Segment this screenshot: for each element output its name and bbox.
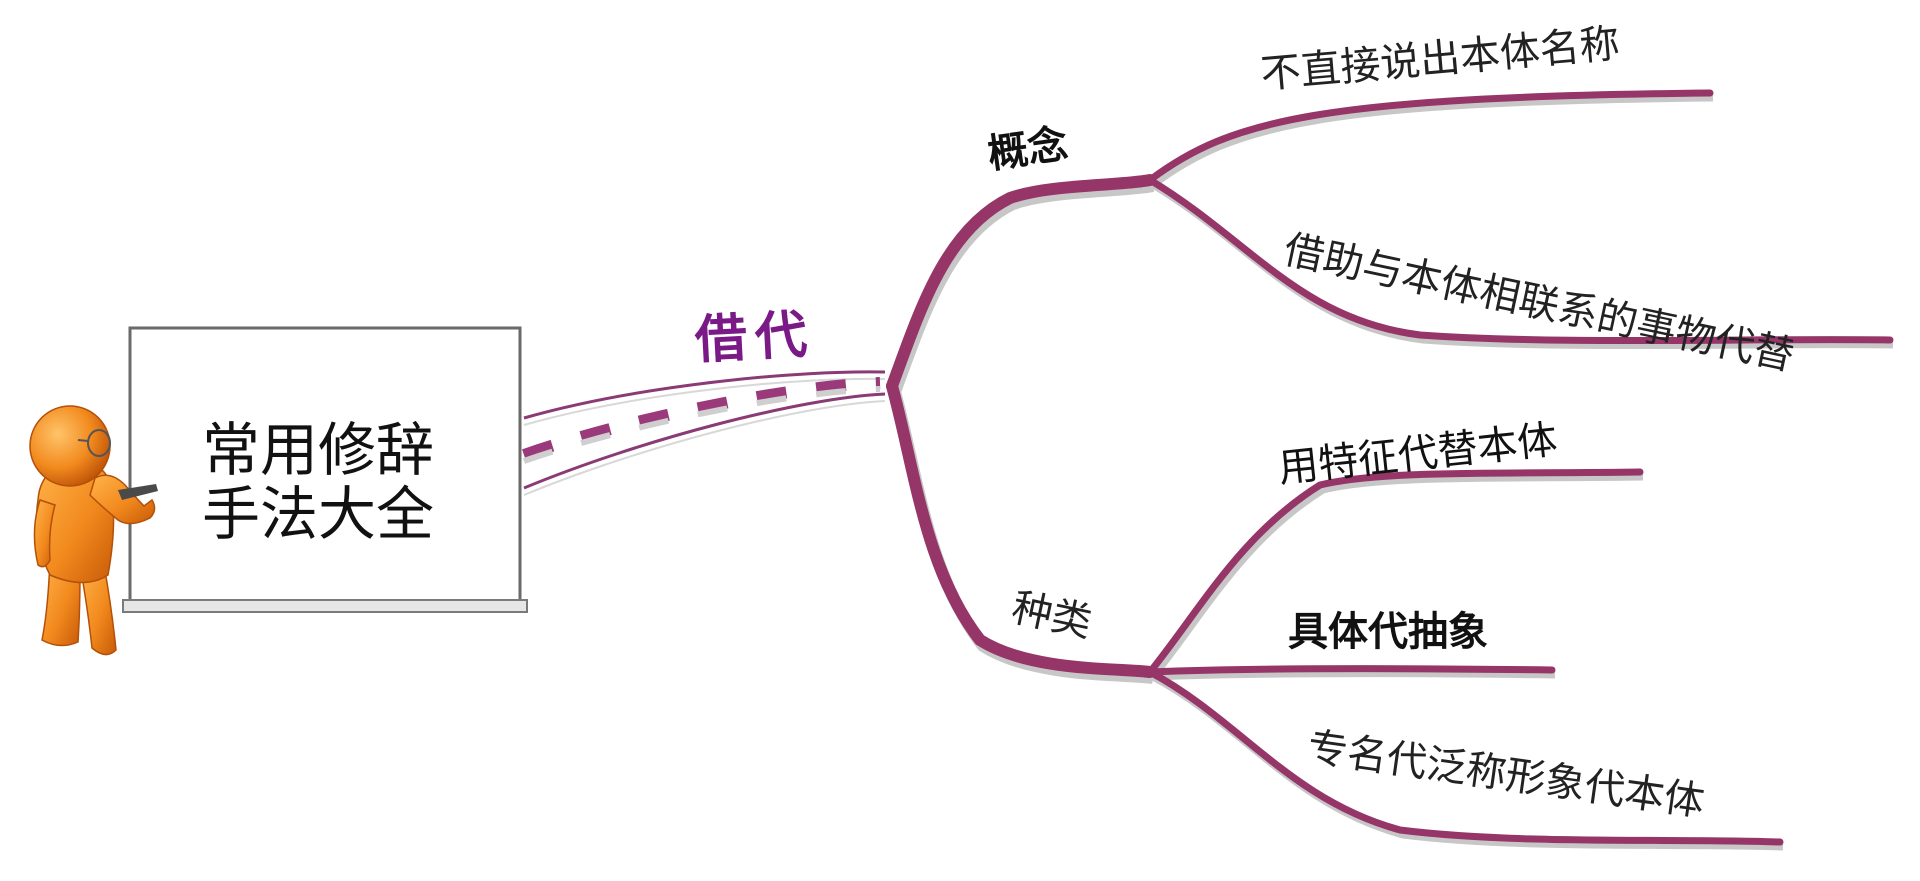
leaf-concept-2: 借助与本体相联系的事物代替 xyxy=(1280,227,1798,380)
branch-types xyxy=(886,380,1784,851)
central-title-line2: 手法大全 xyxy=(202,480,434,548)
whiteboard-tray xyxy=(122,599,528,613)
branch-label-concept: 概念 xyxy=(985,121,1071,178)
branch-label-types: 种类 xyxy=(1008,585,1096,647)
whiteboard-panel xyxy=(128,326,522,608)
topic-connector xyxy=(522,370,886,496)
whiteboard: 常用修辞 手法大全 xyxy=(122,326,528,613)
topic-label: 借代 xyxy=(693,305,817,371)
leaf-types-2: 具体代抽象 xyxy=(1288,609,1488,655)
leaf-types-3: 专名代泛称形象代本体 xyxy=(1305,724,1708,825)
presenter-figure-icon xyxy=(29,405,158,656)
leaf-concept-1: 不直接说出本体名称 xyxy=(1259,21,1622,98)
branch-concept xyxy=(886,89,1894,395)
central-title-line1: 常用修辞 xyxy=(202,416,434,484)
